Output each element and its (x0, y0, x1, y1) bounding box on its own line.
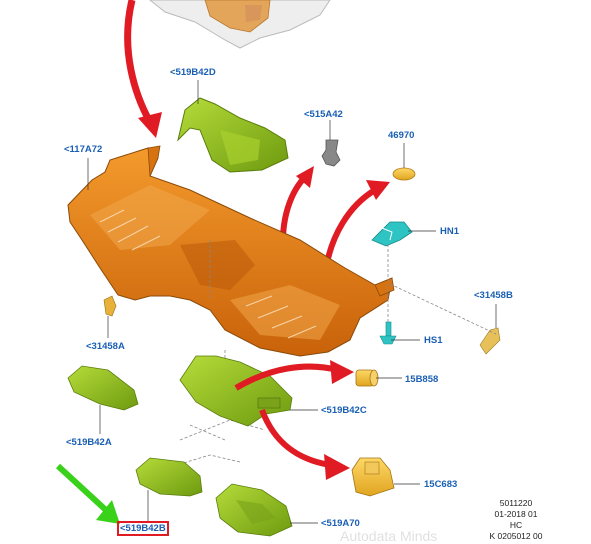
part-515A42 (321, 139, 341, 167)
red-arrow-top-head (138, 112, 162, 138)
label-519B42B-highlighted[interactable]: <519B42B (117, 521, 169, 536)
reference-line-4: K 0205012 00 (489, 531, 543, 541)
label-519A70[interactable]: <519A70 (321, 518, 360, 529)
label-46970[interactable]: 46970 (388, 130, 415, 141)
label-519B42A[interactable]: <519B42A (66, 437, 112, 448)
red-arrow-15C683-head (324, 454, 350, 480)
reference-block: 5011220 01-2018 01 HC K 0205012 00 (486, 498, 546, 542)
part-519B42C (179, 355, 293, 427)
reference-line-3: HC (509, 520, 523, 530)
label-15B858[interactable]: 15B858 (405, 374, 439, 385)
part-519A70 (215, 483, 293, 537)
green-arrow-head (96, 500, 120, 524)
part-15C683 (351, 457, 395, 497)
part-15B858 (355, 369, 379, 387)
part-HN1 (371, 221, 413, 247)
red-arrow-15B858 (234, 363, 339, 391)
headliner-part (149, 0, 331, 49)
label-515A42[interactable]: <515A42 (304, 109, 343, 120)
label-519B42C[interactable]: <519B42C (321, 405, 367, 416)
green-arrow (55, 463, 111, 515)
part-31458B (479, 327, 501, 355)
red-arrow-15B858-head (330, 360, 354, 384)
part-46970 (392, 167, 416, 181)
label-31458B[interactable]: <31458B (474, 290, 513, 301)
part-519B42B (135, 457, 203, 497)
label-HN1[interactable]: HN1 (440, 226, 460, 237)
part-117A72-console (67, 145, 395, 357)
reference-line-2: 01-2018 01 (494, 509, 538, 519)
label-leaders (87, 80, 497, 524)
label-HS1[interactable]: HS1 (424, 335, 443, 346)
red-arrow-top (124, 0, 154, 124)
label-31458A[interactable]: <31458A (86, 341, 125, 352)
part-HS1 (379, 321, 397, 345)
red-arrow-515A42-head (296, 166, 314, 188)
part-31458A (103, 295, 117, 317)
label-519B42D[interactable]: <519B42D (170, 67, 216, 78)
part-519B42D (177, 97, 289, 173)
label-15C683[interactable]: 15C683 (424, 479, 458, 490)
label-117A72[interactable]: <117A72 (64, 144, 103, 155)
part-519B42A (67, 365, 139, 411)
watermark: Autodata Minds (340, 528, 438, 544)
reference-line-1: 5011220 (499, 498, 533, 508)
red-arrow-46970-head (366, 180, 390, 200)
red-arrow-15C683 (259, 408, 331, 468)
